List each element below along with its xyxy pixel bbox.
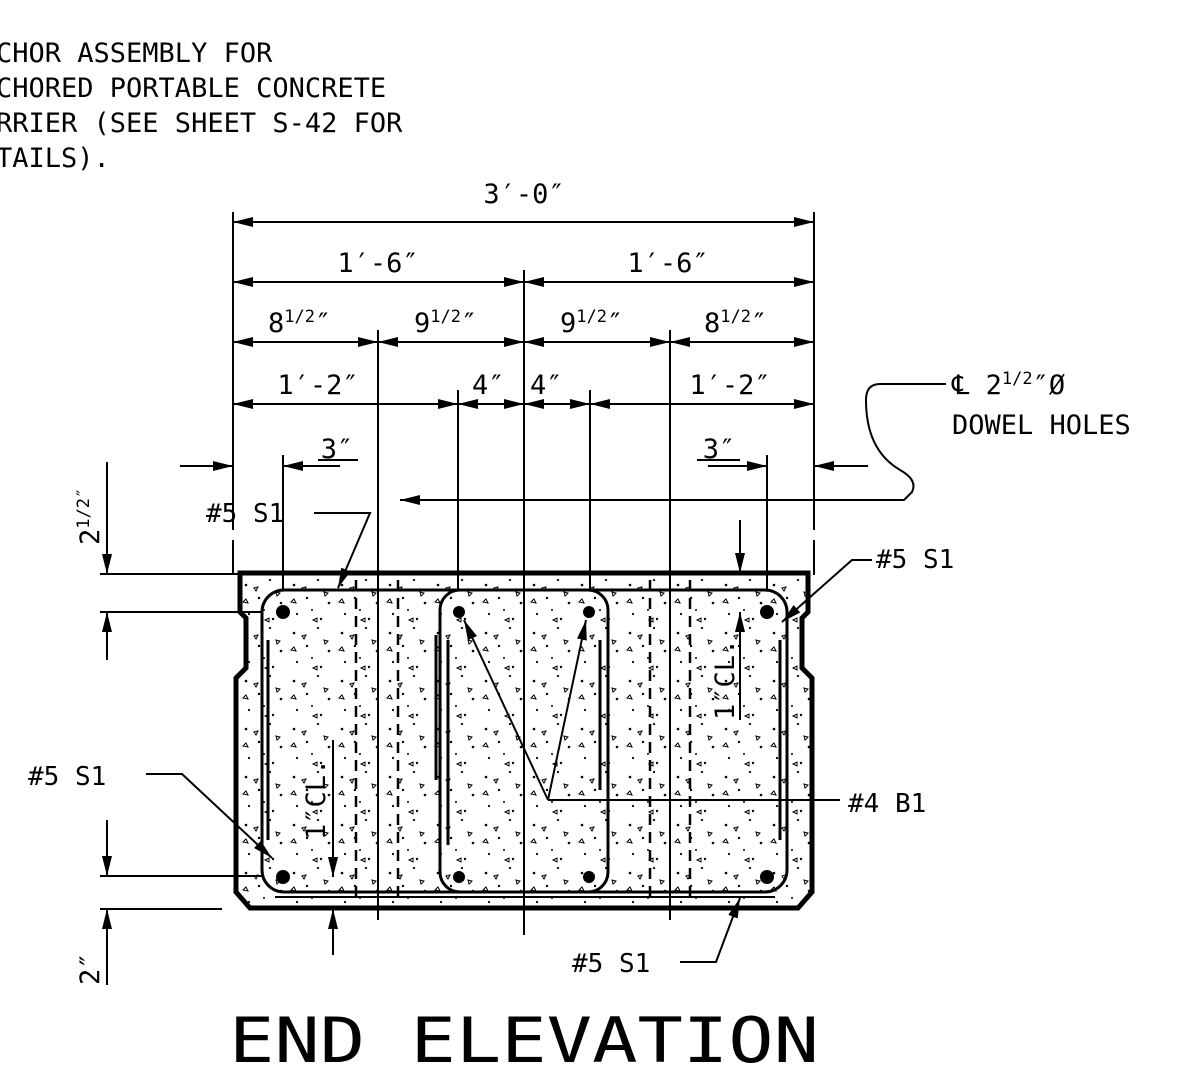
clear-cover-right: 1″CL. [710, 639, 741, 720]
dim-9-half-left: 91/2″ [414, 307, 477, 339]
drawing-title: END ELEVATION [229, 1004, 819, 1066]
note-line-3: RRIER (SEE SHEET S-42 FOR [0, 108, 403, 139]
dimension-lines [180, 217, 868, 471]
dim-1-2-left: 1′-2″ [277, 370, 358, 401]
label-s1-mid-left: #5 S1 [28, 762, 106, 792]
bar-labels: #5 S1 #5 S1 #5 S1 #5 S1 #4 B1 [28, 499, 954, 979]
assembly-note: CHOR ASSEMBLY FOR CHORED PORTABLE CONCRE… [0, 38, 403, 174]
label-b1: #4 B1 [848, 789, 926, 819]
label-s1-bottom: #5 S1 [572, 949, 650, 979]
label-s1-top-left: #5 S1 [206, 499, 284, 529]
dowel-callout: ℄ 21/2″Ø DOWEL HOLES [400, 369, 1131, 505]
dowel-callout-line1: ℄ 21/2″Ø [951, 369, 1065, 401]
b1-bar [434, 588, 610, 894]
top-cover-dim: 21/2″ [74, 488, 106, 545]
vertical-dimensions: 21/2″ 2″ [74, 462, 262, 985]
bottom-cover-dim: 2″ [75, 952, 106, 985]
dim-4-right: 4″ [530, 370, 563, 401]
clear-cover-dims: 1″CL. 1″CL. [301, 520, 745, 955]
note-line-4: TAILS). [0, 143, 110, 174]
label-s1-top-right: #5 S1 [876, 545, 954, 575]
overall-width-dim: 3′-0″ [483, 179, 564, 210]
dim-8-half-left: 81/2″ [268, 307, 331, 339]
dim-9-half-right: 91/2″ [560, 307, 623, 339]
clear-cover-left: 1″CL. [301, 759, 332, 840]
dim-4-left: 4″ [472, 370, 505, 401]
dimension-texts: 3′-0″ 1′-6″ 1′-6″ 81/2″ 91/2″ 91/2″ 81/2… [268, 179, 771, 465]
dowel-callout-line2: DOWEL HOLES [952, 410, 1131, 441]
half-width-right-dim: 1′-6″ [627, 248, 708, 279]
note-line-1: CHOR ASSEMBLY FOR [0, 38, 273, 69]
note-line-2: CHORED PORTABLE CONCRETE [0, 73, 386, 104]
dim-1-2-right: 1′-2″ [689, 370, 770, 401]
half-width-left-dim: 1′-6″ [337, 248, 418, 279]
barrier-section [233, 570, 815, 911]
longitudinal-bars [276, 605, 774, 884]
dim-8-half-right: 81/2″ [704, 307, 767, 339]
